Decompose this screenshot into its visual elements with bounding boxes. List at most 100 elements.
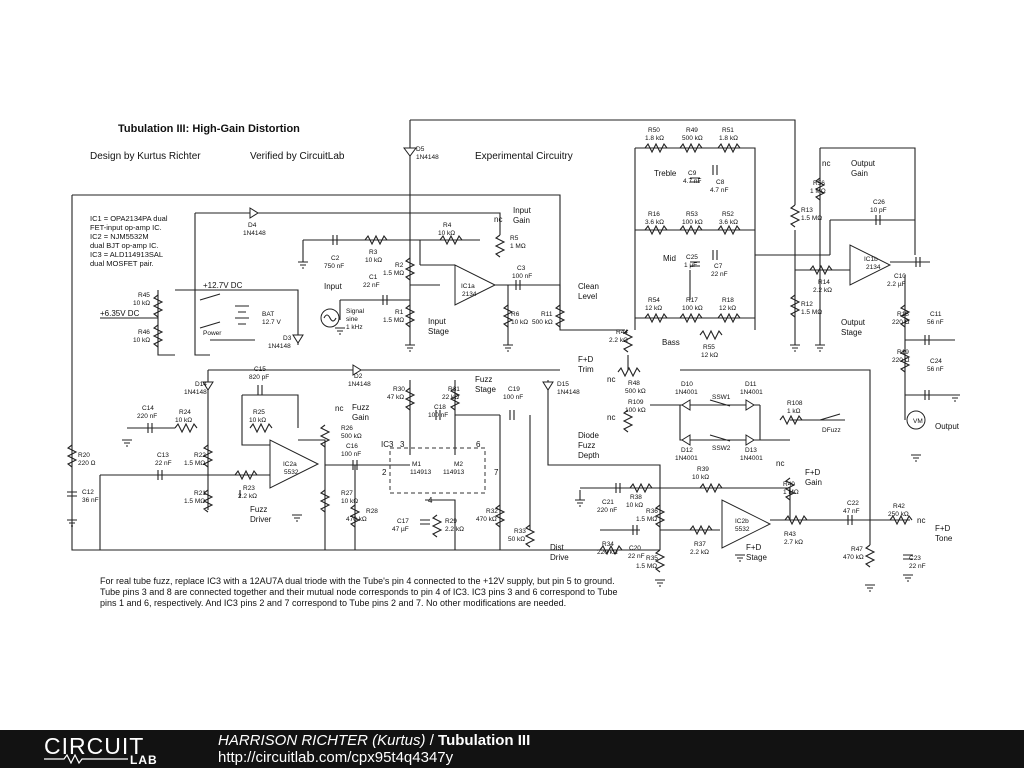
resistor-r29 — [431, 514, 443, 538]
svg-text:3: 3 — [400, 440, 405, 449]
svg-text:4: 4 — [428, 496, 433, 505]
svg-text:2134: 2134 — [462, 291, 477, 298]
resistor-r54 — [644, 312, 668, 324]
label-r11: R11 — [541, 311, 553, 318]
label-r20: R20 — [78, 452, 90, 459]
designer-credit: Design by Kurtus Richter — [90, 151, 201, 162]
label-c24: C24 — [930, 358, 942, 365]
ground-symbols — [67, 261, 960, 592]
svg-text:470 kΩ: 470 kΩ — [346, 516, 367, 523]
input-stage-label: Input — [428, 317, 447, 326]
label-r56: R56 — [813, 180, 825, 187]
label-r34: R34 — [602, 541, 614, 548]
resistor-r27 — [319, 489, 331, 513]
cap-c19 — [509, 410, 515, 420]
resistor-r37 — [689, 524, 713, 536]
svg-text:1N4148: 1N4148 — [243, 230, 266, 237]
dfuzz-switch — [819, 413, 841, 421]
resistor-r28 — [349, 504, 361, 528]
resistor-r34 — [599, 544, 623, 556]
resistor-r1 — [404, 304, 416, 328]
cap-c2 — [332, 235, 338, 245]
label-r109: R109 — [628, 399, 644, 406]
svg-text:47 kΩ: 47 kΩ — [387, 394, 404, 401]
svg-text:1.5 MΩ: 1.5 MΩ — [801, 215, 822, 222]
supply-6v-label: +6.35V DC — [100, 309, 140, 318]
footer-title: HARRISON RICHTER (Kurtus) / Tubulation I… — [218, 732, 531, 749]
svg-text:2.2 kΩ: 2.2 kΩ — [238, 493, 257, 500]
svg-text:4.7 nF: 4.7 nF — [683, 178, 701, 185]
fuzz-stage-label: Fuzz — [475, 375, 492, 384]
circuit-url[interactable]: http://circuitlab.com/cpx95t4q4347y — [218, 749, 454, 766]
label-ic3: IC3 — [381, 440, 394, 449]
svg-text:IC2 = NJM5532M: IC2 = NJM5532M — [90, 232, 149, 241]
resistor-r35 — [654, 549, 666, 573]
resistor-r44 — [622, 329, 634, 353]
svg-text:1.5 MΩ: 1.5 MΩ — [636, 563, 657, 570]
input-label: Input — [324, 282, 343, 291]
capacitor-symbols — [67, 165, 930, 560]
cap-c10 — [915, 257, 921, 267]
dist-drive-label: Dist — [550, 543, 565, 552]
signal-label: Signal — [346, 308, 365, 315]
resistor-r26 — [319, 424, 331, 448]
author-name[interactable]: HARRISON RICHTER (Kurtus) — [218, 732, 426, 749]
cap-c7 — [712, 250, 718, 260]
svg-text:1 MΩ: 1 MΩ — [510, 243, 526, 250]
cap-c17 — [420, 519, 430, 525]
label-r39: R39 — [697, 466, 709, 473]
svg-text:10 kΩ: 10 kΩ — [438, 230, 455, 237]
cap-c13 — [157, 470, 163, 480]
svg-text:1N4148: 1N4148 — [416, 154, 439, 161]
cap-c15 — [257, 385, 263, 395]
svg-text:10 kΩ: 10 kΩ — [692, 474, 709, 481]
cap-c23 — [903, 554, 913, 560]
svg-text:10 kΩ: 10 kΩ — [249, 417, 266, 424]
svg-text:500 kΩ: 500 kΩ — [682, 135, 703, 142]
bass-label: Bass — [662, 338, 680, 347]
resistor-r12 — [789, 294, 801, 318]
svg-text:220 Ω: 220 Ω — [78, 460, 96, 467]
svg-text:Stage: Stage — [428, 327, 449, 336]
svg-text:470 kΩ: 470 kΩ — [843, 554, 864, 561]
battery-label: BAT — [262, 311, 274, 318]
output-stage-label: Output — [841, 318, 866, 327]
diode-fuzz-depth-label: Diode — [578, 431, 599, 440]
footer-bar: CIRCUIT LAB HARRISON RICHTER (Kurtus) / … — [0, 730, 1024, 768]
svg-text:22 nF: 22 nF — [711, 271, 728, 278]
resistor-r38 — [629, 482, 653, 494]
label-r51: R51 — [722, 127, 734, 134]
output-label: Output — [935, 422, 960, 431]
circuit-name[interactable]: Tubulation III — [438, 732, 531, 749]
label-r2: R2 — [395, 262, 404, 269]
svg-text:10 kΩ: 10 kΩ — [133, 337, 150, 344]
label-r46: R46 — [138, 329, 150, 336]
label-r30: R30 — [393, 386, 405, 393]
fuzz-gain-label: Fuzz — [352, 403, 369, 412]
supply-12v-label: +12.7V DC — [203, 281, 243, 290]
cap-c11 — [924, 335, 930, 345]
cap-c25 — [690, 261, 700, 267]
label-r18b: R18 — [897, 311, 909, 318]
label-c18: C18 — [434, 404, 446, 411]
dfuzz-label: DFuzz — [822, 427, 841, 434]
svg-text:nc: nc — [335, 404, 343, 413]
svg-text:250 kΩ: 250 kΩ — [888, 511, 909, 518]
resistor-r53 — [679, 224, 703, 236]
resistor-r17 — [679, 312, 703, 324]
svg-text:12 kΩ: 12 kΩ — [645, 305, 662, 312]
svg-text:dual BJT op-amp IC.: dual BJT op-amp IC. — [90, 241, 159, 250]
label-c13: C13 — [157, 452, 169, 459]
svg-text:Depth: Depth — [578, 451, 599, 460]
svg-text:750 nF: 750 nF — [324, 263, 344, 270]
resistor-r40 — [784, 477, 796, 501]
resistor-r4 — [439, 234, 463, 246]
resistor-r18b — [899, 304, 911, 328]
label-r14: R14 — [818, 279, 830, 286]
diode-d2 — [352, 364, 362, 376]
label-d12: D12 — [681, 447, 693, 454]
verification-credit: Verified by CircuitLab — [250, 151, 345, 162]
svg-text:114913: 114913 — [410, 469, 432, 476]
experimental-note: Experimental Circuitry — [475, 151, 573, 162]
svg-text:10 kΩ: 10 kΩ — [626, 502, 643, 509]
